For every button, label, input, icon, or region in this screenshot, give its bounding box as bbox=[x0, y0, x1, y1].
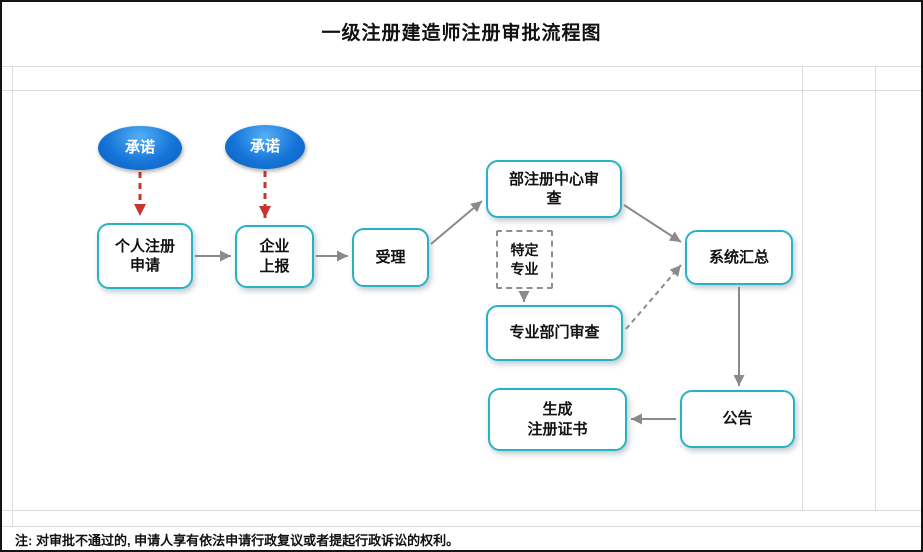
page-title: 一级注册建造师注册审批流程图 bbox=[321, 23, 602, 44]
arrow-acceptance-to-ministry bbox=[430, 200, 483, 245]
grid-line-h4 bbox=[2, 526, 921, 527]
node-promise-2: 承诺 bbox=[225, 125, 305, 169]
node-acceptance: 受理 bbox=[352, 228, 429, 287]
node-personal-application: 个人注册 申请 bbox=[97, 223, 193, 289]
grid-line-v2 bbox=[802, 66, 803, 511]
node-system-summary: 系统汇总 bbox=[685, 230, 793, 285]
node-announcement: 公告 bbox=[680, 390, 795, 448]
node-specific-major: 特定 专业 bbox=[496, 230, 553, 289]
node-promise-1: 承诺 bbox=[98, 126, 182, 170]
grid-line-h2 bbox=[2, 90, 921, 91]
arrow-ministry-to-summary bbox=[623, 204, 682, 243]
node-department-review: 专业部门审查 bbox=[486, 305, 623, 361]
grid-line-v1 bbox=[12, 66, 13, 527]
footnote: 注: 对审批不通过的, 申请人享有依法申请行政复议或者提起行政诉讼的权利。 bbox=[15, 533, 460, 548]
grid-line-v3 bbox=[875, 66, 876, 511]
node-ministry-review: 部注册中心审 查 bbox=[486, 160, 622, 218]
grid-line-h1 bbox=[2, 66, 921, 67]
node-enterprise-report: 企业 上报 bbox=[235, 225, 314, 288]
node-certificate: 生成 注册证书 bbox=[488, 388, 627, 451]
arrow-department-to-summary bbox=[625, 264, 682, 330]
grid-line-h3 bbox=[2, 510, 921, 511]
